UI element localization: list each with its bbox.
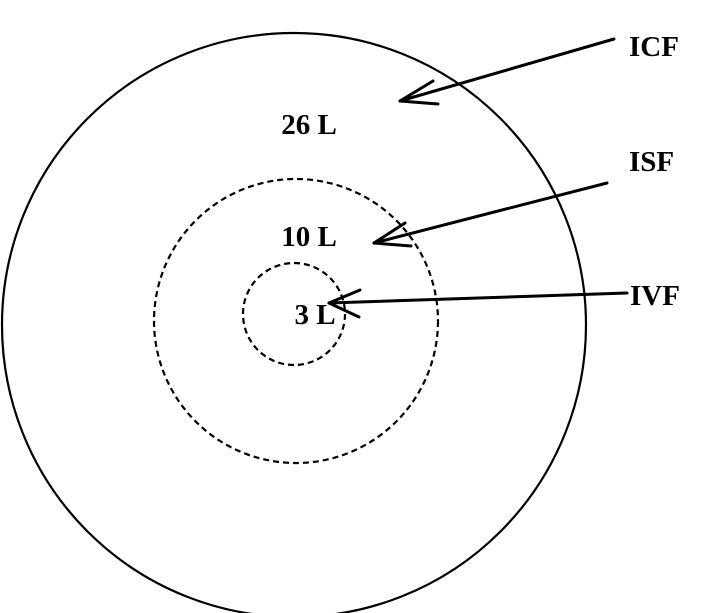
- isf-arrow: [372, 181, 609, 248]
- icf-volume: 26 L: [281, 109, 337, 141]
- ivf-arrow: [327, 288, 629, 319]
- icf-label: ICF: [629, 31, 679, 63]
- isf-label: ISF: [629, 146, 674, 178]
- icf-arrow: [398, 37, 616, 106]
- ivf-label: IVF: [630, 280, 680, 312]
- icf-circle: [0, 31, 588, 613]
- isf-circle: [152, 177, 440, 465]
- isf-volume: 10 L: [281, 221, 337, 253]
- ivf-circle: [241, 261, 347, 367]
